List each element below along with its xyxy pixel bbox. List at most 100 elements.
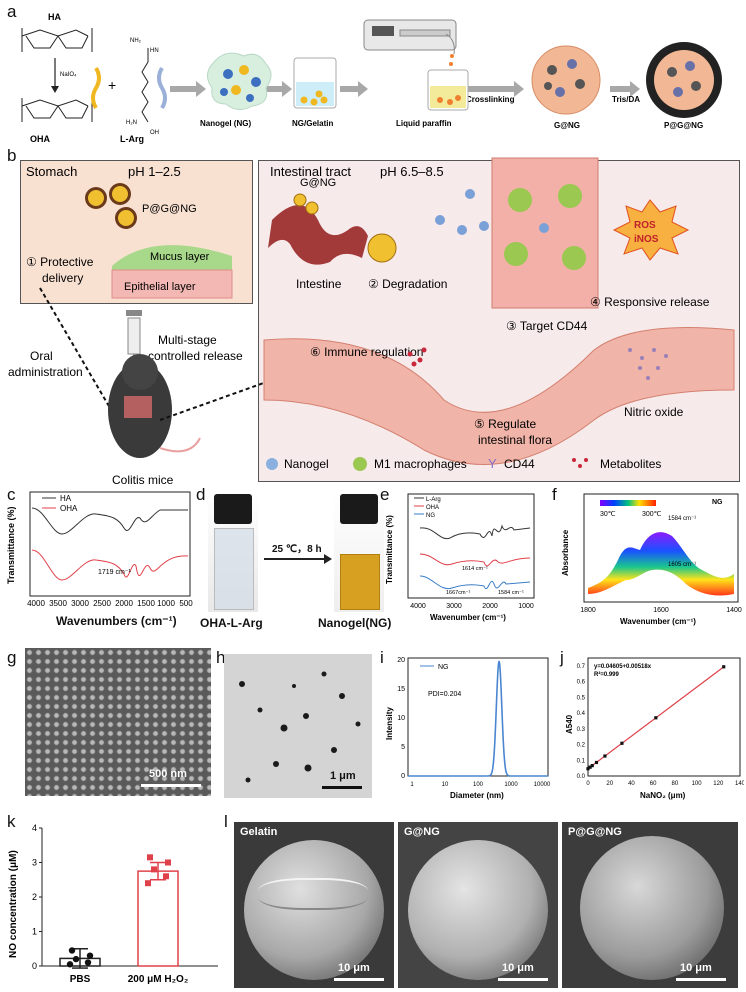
y-tick: 0.3 — [577, 727, 586, 733]
svg-text:iNOS: iNOS — [634, 234, 659, 245]
svg-text:Liquid paraffin: Liquid paraffin — [396, 119, 452, 128]
svg-text:Wavenumber (cm⁻¹): Wavenumber (cm⁻¹) — [430, 613, 506, 622]
svg-text:Absorbance: Absorbance — [561, 529, 570, 576]
svg-text:30℃: 30℃ — [600, 511, 616, 518]
svg-text:④ Responsive release: ④ Responsive release — [590, 295, 710, 309]
svg-text:0: 0 — [401, 773, 405, 780]
svg-text:1: 1 — [410, 782, 414, 788]
svg-text:1400: 1400 — [726, 607, 742, 614]
svg-text:P@G@NG: P@G@NG — [664, 121, 703, 130]
svg-text:② Degradation: ② Degradation — [368, 277, 447, 291]
svg-text:NH₂: NH₂ — [130, 38, 142, 44]
panel-label-c: c — [7, 485, 16, 504]
panel-d-arrow-label: 25 ℃，8 h — [272, 544, 322, 555]
svg-text:⑥ Immune regulation: ⑥ Immune regulation — [310, 345, 423, 359]
sem-gelatin: Gelatin 10 μm — [234, 822, 394, 988]
svg-text:M1 macrophages: M1 macrophages — [374, 457, 467, 471]
data-point — [594, 760, 599, 765]
svg-text:P@G@NG: P@G@NG — [142, 203, 197, 215]
svg-text:① Protective: ① Protective — [26, 255, 94, 269]
y-tick: 0.0 — [577, 774, 586, 780]
svg-text:NG: NG — [712, 499, 723, 506]
x-tick: 40 — [628, 781, 635, 787]
panel-d-arrow — [264, 558, 326, 560]
data-point — [84, 959, 92, 966]
svg-text:Intensity: Intensity — [385, 707, 394, 740]
svg-text:NG: NG — [426, 513, 435, 519]
svg-text:Oral: Oral — [30, 349, 53, 363]
y-tick: 0.1 — [577, 758, 586, 764]
svg-text:200 μM H₂O₂: 200 μM H₂O₂ — [128, 974, 189, 985]
panel-label-f: f — [552, 485, 557, 504]
svg-text:1614 cm⁻¹: 1614 cm⁻¹ — [462, 566, 488, 572]
svg-text:Stomach: Stomach — [26, 164, 77, 179]
svg-text:2500: 2500 — [93, 599, 111, 608]
vial-nanogel — [334, 494, 384, 612]
svg-text:10: 10 — [397, 715, 405, 722]
vial-oha-larg — [208, 494, 258, 612]
intestine-icon — [268, 205, 368, 265]
oha-structure-icon — [21, 98, 93, 122]
svg-text:R²=0.999: R²=0.999 — [594, 671, 620, 678]
panel-d-right-caption: Nanogel(NG) — [318, 616, 392, 630]
svg-text:10000: 10000 — [534, 782, 551, 788]
svg-text:1667cm⁻¹: 1667cm⁻¹ — [446, 590, 470, 596]
gelatin-beaker-icon — [293, 57, 337, 109]
svg-text:pH 6.5–8.5: pH 6.5–8.5 — [380, 164, 444, 179]
svg-text:Intestine: Intestine — [296, 277, 342, 291]
svg-text:3000: 3000 — [71, 599, 89, 608]
svg-text:Metabolites: Metabolites — [600, 457, 661, 471]
paraffin-beaker-icon — [427, 69, 469, 111]
x-tick: 60 — [650, 781, 657, 787]
svg-text:Transmittance (%): Transmittance (%) — [6, 506, 16, 584]
svg-text:Crosslinking: Crosslinking — [466, 95, 515, 104]
svg-text:4000: 4000 — [410, 603, 426, 610]
bar — [137, 870, 179, 967]
ftir-chart-c: Transmittance (%) HA OHA 1719 cm⁻¹ 4000 … — [6, 491, 193, 608]
svg-text:HA: HA — [60, 494, 72, 503]
x-tick: 140 — [735, 781, 744, 787]
data-point — [722, 665, 726, 669]
svg-text:H₂N: H₂N — [126, 120, 137, 126]
sem-pgng: P@G@NG 10 μm — [562, 822, 738, 988]
svg-text:③ Target CD44: ③ Target CD44 — [506, 319, 588, 333]
panel-label-j: j — [560, 648, 564, 667]
svg-text:1800: 1800 — [580, 607, 596, 614]
svg-text:NG/Gelatin: NG/Gelatin — [292, 119, 333, 128]
svg-text:Epithelial layer: Epithelial layer — [124, 281, 196, 293]
panel-label-b: b — [7, 146, 17, 165]
svg-text:PBS: PBS — [70, 974, 91, 985]
svg-text:NG: NG — [438, 664, 449, 671]
svg-text:Tris/DA: Tris/DA — [612, 95, 640, 104]
svg-text:1719 cm⁻¹: 1719 cm⁻¹ — [98, 569, 132, 576]
x-tick: 100 — [692, 781, 703, 787]
svg-text:G@NG: G@NG — [554, 121, 580, 130]
target-tissue — [491, 157, 599, 309]
oha-squiggle-icon — [91, 66, 101, 110]
svg-text:1584 cm⁻¹: 1584 cm⁻¹ — [498, 590, 524, 596]
svg-text:10: 10 — [442, 782, 449, 788]
y-tick: 0 — [32, 961, 37, 971]
x-tick: 0 — [586, 781, 590, 787]
data-point — [603, 754, 607, 758]
data-point — [66, 961, 74, 968]
svg-text:3500: 3500 — [49, 599, 67, 608]
scale-h: 1 μm — [330, 770, 356, 782]
oha-spectrum — [31, 549, 189, 581]
data-point — [590, 764, 594, 768]
svg-text:20: 20 — [397, 657, 405, 664]
epithelial-layer — [111, 269, 233, 299]
panel-a-scheme: HA NaIO₄ OHA + NH₂ HN H₂N OH L-Arg Cross… — [21, 12, 722, 144]
svg-text:pH 1–2.5: pH 1–2.5 — [128, 164, 181, 179]
y-tick: 0.5 — [577, 695, 586, 701]
data-point — [147, 854, 153, 861]
tem-image-h: 1 μm — [224, 654, 372, 798]
svg-text:1584 cm⁻¹: 1584 cm⁻¹ — [668, 516, 696, 522]
svg-text:2000: 2000 — [482, 603, 498, 610]
larg-squiggle-icon — [157, 66, 167, 110]
data-point — [586, 767, 590, 771]
svg-text:G@NG: G@NG — [300, 177, 336, 189]
panel-label-d: d — [196, 485, 206, 504]
svg-text:Diameter (nm): Diameter (nm) — [450, 791, 504, 800]
